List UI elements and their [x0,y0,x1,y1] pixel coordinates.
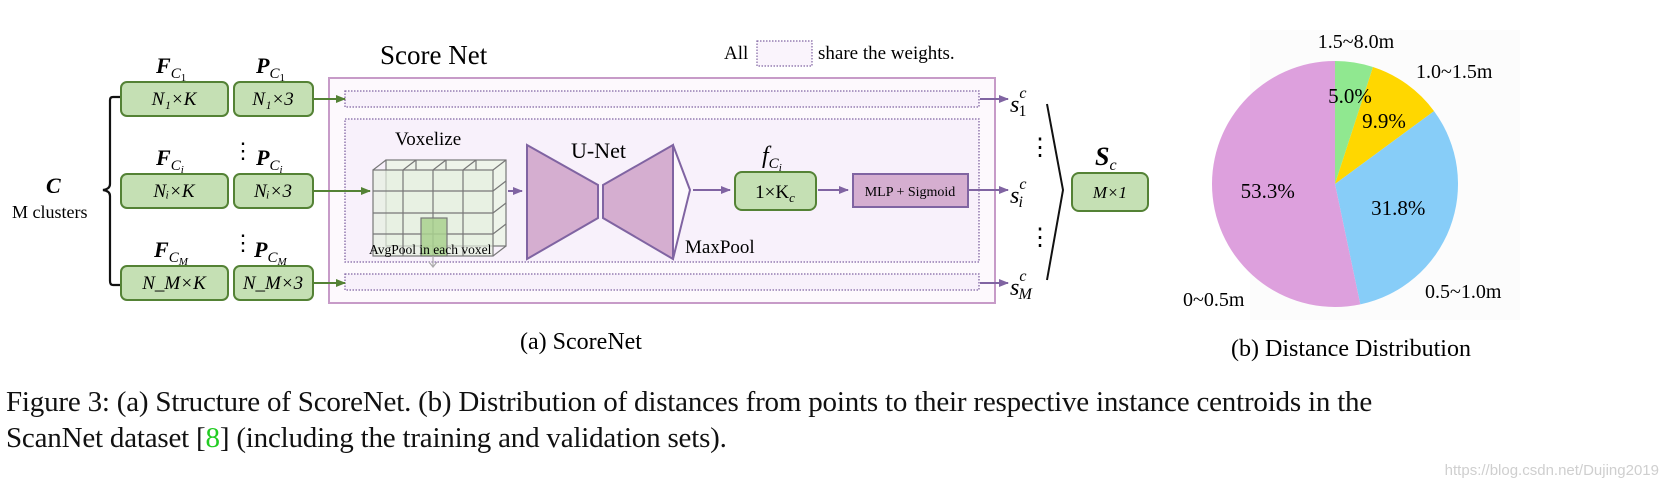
pie-value-label: 9.9% [1362,109,1406,133]
output-dim: M×1 [1092,183,1127,202]
voxel-grid-icon [372,159,507,268]
pie-value-label: 31.8% [1371,196,1425,220]
vdots-right-2: ⋮ [1028,225,1052,251]
pie-category-label: 1.5~8.0m [1318,31,1395,53]
caption-line-2: ScanNet dataset [8] (including the train… [6,420,1372,456]
caption-line-1: Figure 3: (a) Structure of ScoreNet. (b)… [6,386,1373,418]
pie-category-label: 0.5~1.0m [1425,281,1502,303]
aggregate-bracket [1046,103,1065,281]
point-label-1: PC1 [255,53,285,84]
cluster-set-symbol: C [46,173,61,198]
feature-box-m [120,265,229,301]
vdots-left-1: ⋮ [232,138,254,163]
scorenet-panel: Score Net All share the weights. C M clu… [12,40,1149,355]
pie-slice-1-5-8-0m [1335,61,1374,184]
pie-category-label: 1.0~1.5m [1416,61,1493,83]
unet-encoder-shape [526,143,599,261]
shared-note-suffix: share the weights. [818,43,955,64]
pie-value-label: 5.0% [1328,84,1372,108]
pie-slice-0-0-5m [1211,61,1361,308]
cluster-set-label: M clusters [12,202,88,222]
global-feature-box [734,171,817,211]
figure-caption: Figure 3: (a) Structure of ScoreNet. (b)… [6,384,1372,456]
feature-box-i [120,173,229,209]
point-dim-i: Nᵢ×3 [253,181,292,202]
global-feature-dim: 1×Kc [755,182,795,205]
shared-block-m [344,273,980,291]
cluster-row-i: FCi Nᵢ×K PCi Nᵢ×3 [120,145,371,209]
pie-labels: 5.0% 1.5~8.0m 9.9% 1.0~1.5m 31.8% 0.5~1.0m 53.… [1183,31,1502,311]
output-label: Sc [1095,142,1117,174]
voxelize-label: Voxelize [395,129,461,150]
caption-line-2-pre: ScanNet dataset [ [6,422,206,454]
watermark: https://blog.csdn.net/Dujing2019 [1444,462,1659,479]
vdots-left-2: ⋮ [232,230,254,255]
subcaption-b: (b) Distance Distribution [1231,336,1471,362]
point-dim-m: N_M×3 [242,273,303,294]
point-dim-1: N₁×3 [251,89,294,110]
pie-value-label: 53.3% [1241,179,1295,203]
vdots-right-1: ⋮ [1028,135,1052,161]
distance-pie-chart: 5.0% 1.5~8.0m 9.9% 1.0~1.5m 31.8% 0.5~1.0m 53.… [1183,30,1520,362]
shared-weights-legend-box [756,40,813,67]
feature-label-1: FC1 [155,53,186,84]
shared-note-prefix: All [724,43,748,64]
global-feature-label: fCi [762,143,782,174]
mlp-sigmoid-label: MLP + Sigmoid [865,185,956,200]
unet-label: U-Net [571,138,626,163]
feature-dim-m: N_M×K [141,273,207,294]
feature-box-1 [120,81,229,117]
pie-category-label: 0~0.5m [1183,289,1245,311]
pie-slice-0-5-1-0m [1335,111,1459,305]
subcaption-a: (a) ScoreNet [520,329,642,355]
scorenet-title: Score Net [380,40,488,70]
cluster-brace [102,95,120,287]
shared-block-1 [344,90,980,108]
mlp-sigmoid-box [852,173,969,208]
point-label-i: PCi [255,145,283,176]
output-box [1071,172,1149,212]
pie-slices [1211,61,1459,308]
maxpool-label: MaxPool [685,237,755,258]
point-label-m: PCM [253,237,287,268]
caption-line-2-post: ] (including the training and validation… [219,422,727,454]
feature-label-i: FCi [155,145,184,176]
feature-dim-1: N₁×K [151,89,198,110]
pie-slice-1-0-1-5m [1335,67,1435,184]
citation-link[interactable]: 8 [205,422,221,454]
avgpool-caption: AvgPool in each voxel [369,242,492,257]
maxpool-shape [672,144,692,260]
feature-label-m: FCM [153,237,189,268]
feature-dim-i: Nᵢ×K [152,181,196,202]
